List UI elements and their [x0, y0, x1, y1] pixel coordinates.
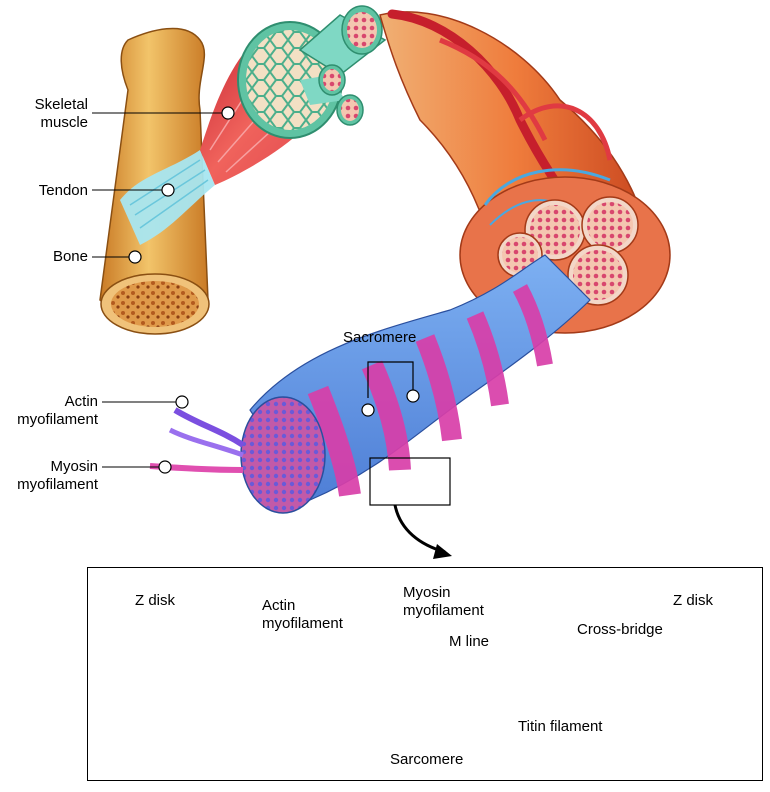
label-sacromere: Sacromere	[343, 329, 417, 346]
label-myosin-line1: Myosin	[50, 458, 98, 475]
label-z-disk-right: Z disk	[673, 592, 714, 609]
label-detail-actin-line2: myofilament	[262, 615, 343, 632]
label-sarcomere: Sarcomere	[386, 751, 468, 769]
label-skeletal-muscle-line2: muscle	[40, 114, 88, 131]
label-myosin-myofilament: Myosin myofilament	[8, 458, 98, 494]
label-m-line: M line	[449, 633, 490, 650]
label-detail-myosin: Myosin myofilament	[403, 584, 484, 620]
label-detail-myosin-line2: myofilament	[403, 602, 484, 619]
label-bone: Bone	[52, 248, 88, 265]
label-tendon: Tendon	[38, 182, 88, 199]
label-myosin-line2: myofilament	[17, 476, 98, 493]
label-detail-myosin-line1: Myosin	[403, 584, 451, 601]
label-z-disk-left: Z disk	[135, 592, 176, 609]
label-detail-actin: Actin myofilament	[262, 597, 343, 633]
label-actin-myofilament: Actin myofilament	[8, 393, 98, 429]
label-actin-line1: Actin	[64, 393, 98, 410]
myofibril-illustration	[240, 254, 591, 559]
label-actin-line2: myofilament	[17, 411, 98, 428]
sarcomere-detail-panel	[87, 567, 763, 781]
skeletal-muscle-illustration	[200, 5, 387, 185]
bone-illustration	[99, 27, 210, 335]
label-detail-actin-line1: Actin	[262, 597, 296, 614]
label-skeletal-muscle: Skeletal muscle	[8, 96, 88, 132]
label-cross-bridge: Cross-bridge	[577, 621, 663, 638]
label-titin-filament: Titin filament	[518, 718, 603, 735]
label-skeletal-muscle-line1: Skeletal	[34, 96, 88, 113]
